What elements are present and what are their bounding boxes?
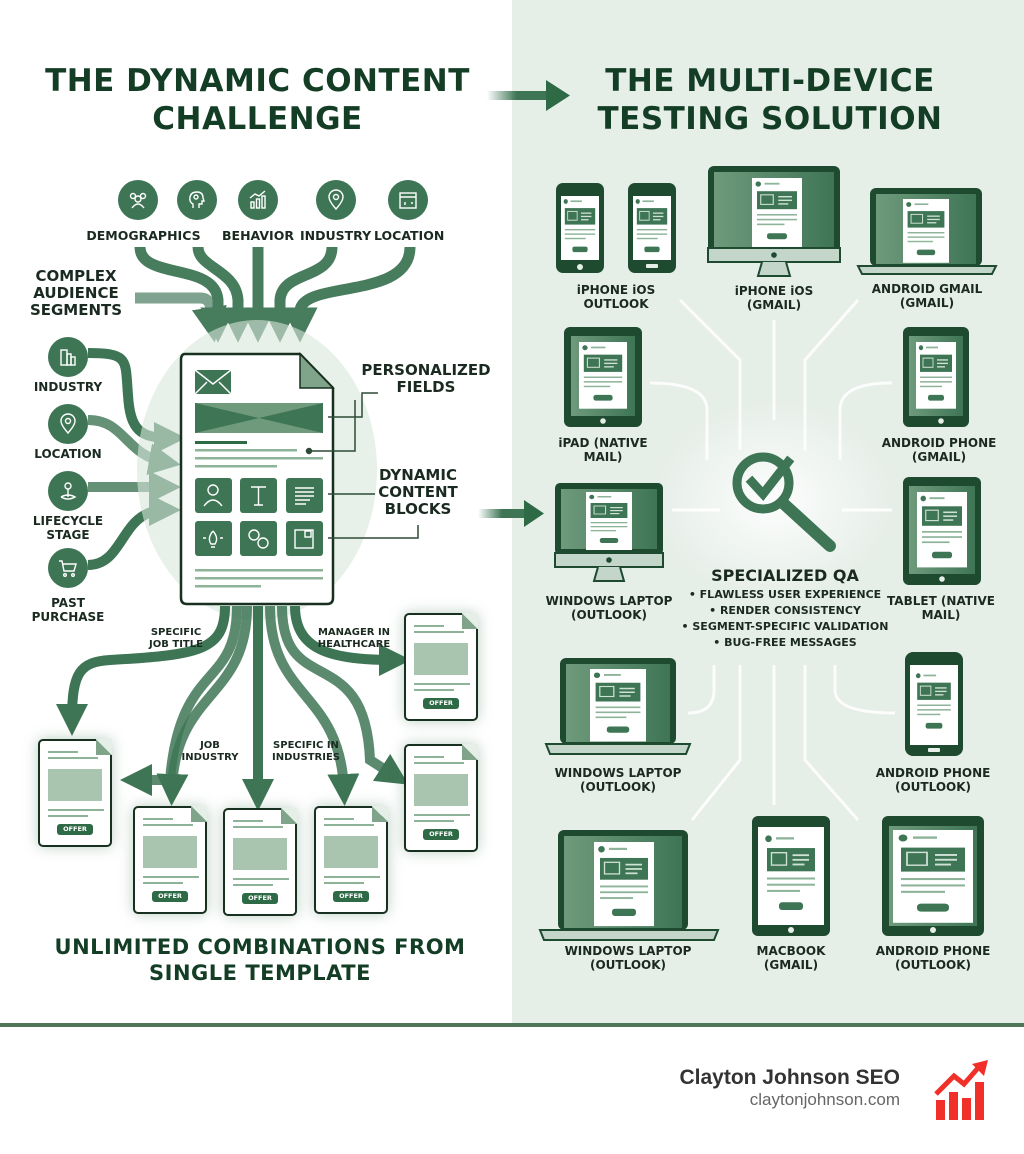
device-label: WINDOWS LAPTOP (OUTLOOK) bbox=[554, 766, 682, 794]
footer-divider bbox=[0, 1023, 1024, 1027]
branch-label-job-industry: JOB INDUSTRY bbox=[181, 740, 239, 763]
qa-item: • BUG-FREE MESSAGES bbox=[713, 636, 857, 649]
device-label: ANDROID PHONE (OUTLOOK) bbox=[875, 944, 991, 972]
right-panel bbox=[512, 0, 1024, 1024]
device-label: WINDOWS LAPTOP (OUTLOOK) bbox=[545, 594, 673, 622]
buildings-icon bbox=[48, 337, 88, 377]
solution-title: THE MULTI-DEVICE TESTING SOLUTION bbox=[597, 63, 943, 137]
businessman-briefcase-icon bbox=[414, 774, 468, 806]
person-chart-icon bbox=[48, 769, 102, 801]
offer-document: OFFER bbox=[223, 808, 297, 916]
chart-up-icon bbox=[238, 180, 278, 220]
complex-audience-label: COMPLEX AUDIENCE SEGMENTS bbox=[29, 267, 123, 319]
segment-label-industry: INDUSTRY bbox=[300, 228, 372, 243]
specialized-qa-title: SPECIALIZED QA bbox=[711, 566, 859, 585]
segment-label-demographics: DEMOGRAPHICS bbox=[86, 228, 201, 243]
qa-item: • RENDER CONSISTENCY bbox=[709, 604, 861, 617]
image-network-icon bbox=[233, 838, 287, 870]
cart-icon bbox=[48, 548, 88, 588]
map-icon bbox=[388, 180, 428, 220]
head-gear-icon bbox=[177, 180, 217, 220]
tree-icon bbox=[48, 471, 88, 511]
offer-button[interactable]: OFFER bbox=[242, 893, 278, 904]
offer-button[interactable]: OFFER bbox=[423, 698, 459, 709]
side-label-lifecycle: LIFECYCLE STAGE bbox=[32, 514, 104, 542]
segment-label-location: LOCATION bbox=[374, 228, 445, 243]
growth-chart-logo-icon bbox=[934, 1060, 988, 1120]
dynamic-content-blocks-label: DYNAMIC CONTENT BLOCKS bbox=[378, 466, 458, 518]
device-label: ANDROID PHONE (GMAIL) bbox=[881, 436, 997, 464]
device-label: ANDROID PHONE (OUTLOOK) bbox=[875, 766, 991, 794]
device-label: ANDROID GMAIL (GMAIL) bbox=[871, 282, 983, 310]
offer-button[interactable]: OFFER bbox=[152, 891, 188, 902]
offer-document: OFFER bbox=[404, 744, 478, 852]
people-icon bbox=[118, 180, 158, 220]
branch-label-job-title: SPECIFIC JOB TITLE bbox=[149, 627, 203, 650]
device-label: WINDOWS LAPTOP (OUTLOOK) bbox=[564, 944, 692, 972]
location-pin-icon bbox=[316, 180, 356, 220]
clipboard-person-icon bbox=[414, 643, 468, 675]
side-label-location: LOCATION bbox=[34, 447, 102, 461]
offer-button[interactable]: OFFER bbox=[57, 824, 93, 835]
footer-brand: Clayton Johnson SEO bbox=[679, 1066, 900, 1089]
unlimited-combinations-title: UNLIMITED COMBINATIONS FROM SINGLE TEMPL… bbox=[54, 935, 466, 985]
doctor-shield-icon bbox=[324, 836, 378, 868]
footer-url[interactable]: claytonjohnson.com bbox=[749, 1090, 900, 1109]
personalized-fields-label: PERSONALIZED FIELDS bbox=[361, 361, 491, 396]
offer-document: OFFER bbox=[38, 739, 112, 847]
offer-document: OFFER bbox=[404, 613, 478, 721]
device-label: TABLET (NATIVE MAIL) bbox=[887, 594, 995, 622]
qa-item: • FLAWLESS USER EXPERIENCE bbox=[688, 588, 882, 601]
money-hand-icon bbox=[143, 836, 197, 868]
location-pin-icon bbox=[48, 404, 88, 444]
segment-label-behavior: BEHAVIOR bbox=[222, 228, 294, 243]
device-label: iPHONE iOS (GMAIL) bbox=[734, 284, 814, 312]
footer bbox=[0, 1027, 1024, 1154]
offer-button[interactable]: OFFER bbox=[423, 829, 459, 840]
offer-button[interactable]: OFFER bbox=[333, 891, 369, 902]
device-label: MACBOOK (GMAIL) bbox=[756, 944, 826, 972]
offer-document: OFFER bbox=[133, 806, 207, 914]
qa-item: • SEGMENT-SPECIFIC VALIDATION bbox=[681, 620, 889, 633]
side-label-industry: INDUSTRY bbox=[33, 380, 103, 394]
offer-document: OFFER bbox=[314, 806, 388, 914]
device-label: iPAD (NATIVE MAIL) bbox=[558, 436, 648, 464]
branch-label-manager: MANAGER IN HEALTHCARE bbox=[317, 627, 391, 650]
qa-benefits-list: • FLAWLESS USER EXPERIENCE • RENDER CONS… bbox=[670, 587, 900, 651]
device-label: iPHONE iOS OUTLOOK bbox=[576, 283, 656, 311]
challenge-title: THE DYNAMIC CONTENT CHALLENGE bbox=[45, 63, 470, 137]
side-label-past-purchase: PAST PURCHASE bbox=[31, 596, 105, 624]
branch-label-specific-industries: SPECIFIC IN INDUSTRIES bbox=[272, 740, 340, 763]
